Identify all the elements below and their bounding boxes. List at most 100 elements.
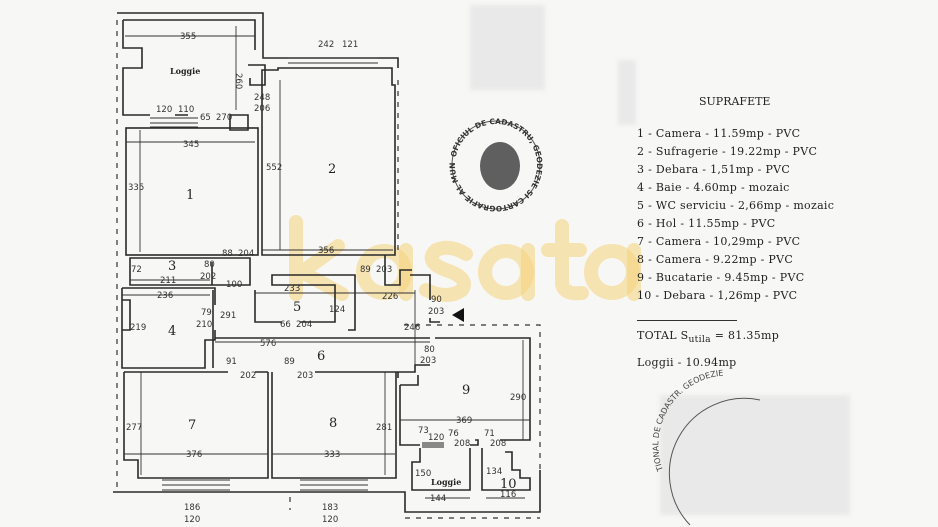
stamp-text: TIONAL DE CADASTR. GEODEZIE <box>651 368 724 473</box>
redacted-area <box>470 5 545 90</box>
room-8-wall <box>271 372 397 479</box>
dimension-label: 219 <box>130 323 146 333</box>
room-3-wall <box>129 257 251 286</box>
dimension-label: 100 <box>226 280 242 290</box>
dimension-label: 203 <box>297 371 313 381</box>
dimension-label: 576 <box>260 339 276 349</box>
dimension-label: 80 <box>424 345 435 355</box>
dimension-label: 76 <box>448 429 459 439</box>
dimension-label: 120 <box>428 433 444 443</box>
dimension-label: 71 <box>484 429 495 439</box>
coat-of-arms-icon <box>480 142 520 190</box>
room-1-wall <box>125 127 259 256</box>
dimension-label: 134 <box>486 467 502 477</box>
room-number-2: 2 <box>328 162 336 177</box>
legend-title: SUPRAFETE <box>699 95 771 108</box>
total-label: TOTAL S <box>637 329 689 342</box>
svg-text:OFICIUL DE CADASTRU, GEODEZIE: OFICIUL DE CADASTRU, GEODEZIE SI CARTOGR… <box>0 0 544 213</box>
dimension-label: 345 <box>183 140 199 150</box>
loggia-small-wall <box>411 448 471 491</box>
legend-loggii: Loggii - 10.94mp <box>637 356 737 369</box>
dimension-label: 203 <box>376 265 392 275</box>
stamp-text: OFICIUL DE CADASTRU, GEODEZIE SI CARTOGR… <box>0 0 544 213</box>
legend-total: TOTAL Sutila = 81.35mp <box>637 329 779 345</box>
legend-item: 10 - Debara - 1,26mp - PVC <box>637 289 798 302</box>
dimension-label: 211 <box>160 276 176 286</box>
dimension-label: 277 <box>126 423 142 433</box>
dimension-label: 89 <box>360 265 371 275</box>
outer-wall <box>113 12 541 513</box>
cadastre-stamp: OFICIUL DE CADASTRU, GEODEZIE SI CARTOGR… <box>0 0 544 213</box>
dimension-label: 226 <box>382 292 398 302</box>
dimension-label: 208 <box>454 439 470 449</box>
dimension-label: 248 <box>254 93 270 103</box>
room-7-wall <box>123 371 269 479</box>
legend-item: 3 - Debara - 1,51mp - PVC <box>637 163 791 176</box>
room-10-wall <box>481 448 531 491</box>
dimension-label: 73 <box>418 426 429 436</box>
dimension-label: 79 <box>201 308 212 318</box>
room-number-4: 4 <box>168 324 176 339</box>
dimension-label: 121 <box>342 40 358 50</box>
dimension-label: 80 <box>204 260 215 270</box>
total-value: = 81.35mp <box>714 329 780 342</box>
window <box>162 479 230 491</box>
hall-6-wall <box>215 337 430 378</box>
legend-item: 5 - WC serviciu - 2,66mp - mozaic <box>637 199 835 212</box>
dimension-label: 202 <box>200 272 216 282</box>
dimension-label: 552 <box>266 163 282 173</box>
dimension-label: 260 <box>233 73 243 89</box>
room-2-wall <box>261 67 396 256</box>
dimension-label: 236 <box>157 291 173 301</box>
window <box>150 117 198 128</box>
dimension-label: 355 <box>180 32 196 42</box>
redacted-area <box>660 395 850 515</box>
door-threshold <box>422 442 444 448</box>
loggia-top-wall <box>122 19 256 116</box>
room-number-10: 10 <box>500 477 517 492</box>
dimension-label: 203 <box>428 307 444 317</box>
dimension-label: 186 <box>184 503 200 513</box>
dimension-label: 124 <box>329 305 345 315</box>
dimension-lines <box>122 26 530 499</box>
dimension-label: 116 <box>500 490 516 500</box>
dimension-label: 356 <box>318 246 334 256</box>
dimension-label: 110 <box>178 105 194 115</box>
dimension-label: 91 <box>226 357 237 367</box>
legend-item: 1 - Camera - 11.59mp - PVC <box>637 127 801 140</box>
room-5-wall <box>254 274 356 331</box>
dimension-label: 120 <box>322 515 338 525</box>
legend-item: 9 - Bucatarie - 9.45mp - PVC <box>637 271 805 284</box>
room-number-1: 1 <box>186 188 194 203</box>
room-9-wall <box>399 337 531 446</box>
legend-divider <box>637 320 737 321</box>
room-number-9: 9 <box>462 383 470 398</box>
dimension-label: 204 <box>296 320 312 330</box>
legend-item: 7 - Camera - 10,29mp - PVC <box>637 235 801 248</box>
dimension-label: 203 <box>420 356 436 366</box>
room-number-6: 6 <box>317 349 325 364</box>
dimension-label: 206 <box>254 104 270 114</box>
dimension-label: 333 <box>324 450 340 460</box>
redacted-area <box>618 60 636 125</box>
cadastre-stamp-bottom: TIONAL DE CADASTR. GEODEZIE <box>651 368 761 526</box>
dimension-label: 150 <box>415 469 431 479</box>
dimension-label: 246 <box>404 323 420 333</box>
dimension-label: 89 <box>284 357 295 367</box>
window <box>300 479 368 491</box>
dimension-label: 120 <box>184 515 200 525</box>
legend-item: 2 - Sufragerie - 19.22mp - PVC <box>637 145 818 158</box>
dimension-label: 290 <box>510 393 526 403</box>
dimension-label: 120 <box>156 105 172 115</box>
legend-item: 6 - Hol - 11.55mp - PVC <box>637 217 776 230</box>
entrance-arrow-icon <box>452 308 464 322</box>
dimension-label: 376 <box>186 450 202 460</box>
room-number-8: 8 <box>329 416 337 431</box>
dimension-label: 369 <box>456 416 472 426</box>
dimension-label: 242 <box>318 40 334 50</box>
dimension-label: 88 <box>222 249 233 259</box>
outer-boundary <box>116 20 541 519</box>
entry-wall <box>384 255 440 323</box>
